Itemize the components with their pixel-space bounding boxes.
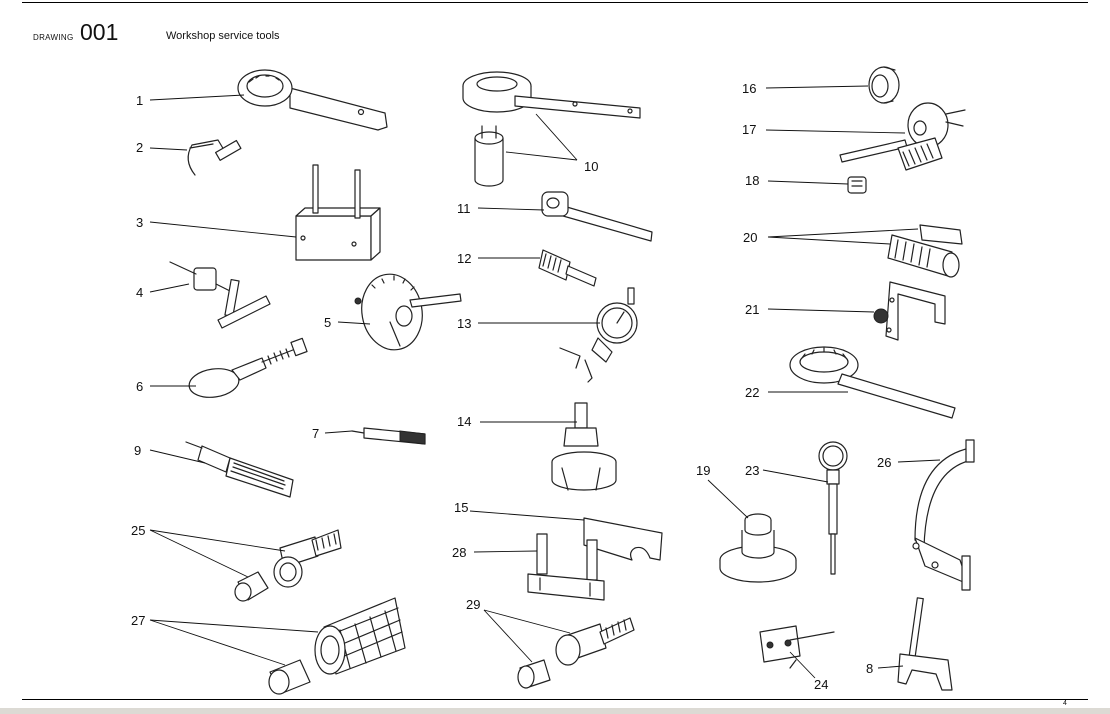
callout-27: 27	[131, 613, 145, 628]
tool-24-small-bracket	[759, 625, 835, 669]
callout-15: 15	[454, 500, 468, 515]
tool-9-knurled-driver	[185, 441, 294, 498]
callout-23: 23	[745, 463, 759, 478]
tool-16-ring	[868, 66, 900, 104]
callout-2: 2	[136, 140, 143, 155]
tool-5-degree-wheel	[354, 273, 462, 351]
leader-lines	[149, 85, 941, 679]
top-rule	[22, 2, 1088, 3]
tool-23-bore-gauge	[818, 441, 848, 575]
tool-21-bracket	[873, 281, 946, 341]
tool-26-c-frame	[912, 439, 975, 591]
callout-28: 28	[452, 545, 466, 560]
callout-13: 13	[457, 316, 471, 331]
callout-16: 16	[742, 81, 756, 96]
drawing-word: DRAWING	[33, 33, 74, 42]
tool-7-pin	[351, 427, 426, 445]
callout-19: 19	[696, 463, 710, 478]
tool-10-pin-spanner	[462, 71, 641, 187]
tool-3-pin-plate	[295, 164, 381, 261]
drawing-number: 001	[80, 19, 119, 45]
callout-22: 22	[745, 385, 759, 400]
tool-19-base-cup	[719, 513, 797, 583]
tool-13-dial-gauge	[559, 287, 638, 383]
callout-29: 29	[466, 597, 480, 612]
tool-22-ring-wrench	[789, 346, 956, 419]
tool-25-socket	[234, 529, 342, 602]
callout-18: 18	[745, 173, 759, 188]
callout-4: 4	[136, 285, 143, 300]
callout-11: 11	[457, 201, 471, 216]
tool-17-press	[839, 102, 966, 171]
tool-20-grips	[887, 224, 963, 278]
callout-25: 25	[131, 523, 145, 538]
callout-17: 17	[742, 122, 756, 137]
page-title: Workshop service tools	[166, 30, 280, 42]
callout-12: 12	[457, 251, 471, 266]
tool-28-fork-bracket	[527, 533, 605, 601]
callout-9: 9	[134, 443, 141, 458]
tool-18-nut	[847, 176, 867, 194]
tool-1-ring-spanner	[237, 69, 388, 131]
tool-8-post-clamp	[897, 597, 953, 691]
page-number: 4	[1063, 700, 1067, 707]
callout-labels: 1 2 3 4 5 6 7 8 9 10 11 12 13 14 15 16 1…	[131, 81, 891, 692]
callout-1: 1	[136, 93, 143, 108]
callout-14: 14	[457, 414, 471, 429]
callout-6: 6	[136, 379, 143, 394]
callout-20: 20	[743, 230, 757, 245]
callout-10: 10	[584, 159, 598, 174]
callout-26: 26	[877, 455, 891, 470]
callout-8: 8	[866, 661, 873, 676]
callout-24: 24	[814, 677, 828, 692]
callout-3: 3	[136, 215, 143, 230]
callout-7: 7	[312, 426, 319, 441]
callout-21: 21	[745, 302, 759, 317]
callout-5: 5	[324, 315, 331, 330]
tool-29-socket	[517, 617, 635, 689]
tool-4-t-handle	[169, 261, 271, 329]
bottom-band	[0, 708, 1110, 714]
tool-6-filter-strap	[188, 337, 308, 398]
tool-27-large-driver	[268, 597, 406, 695]
tool-11-small-spanner	[541, 191, 653, 242]
tool-14-puller	[551, 402, 617, 491]
tool-2-hook	[187, 139, 242, 176]
tool-15-slotted-plate	[583, 517, 663, 561]
bottom-rule	[22, 699, 1088, 700]
tool-12-knurled-pin	[538, 249, 597, 287]
